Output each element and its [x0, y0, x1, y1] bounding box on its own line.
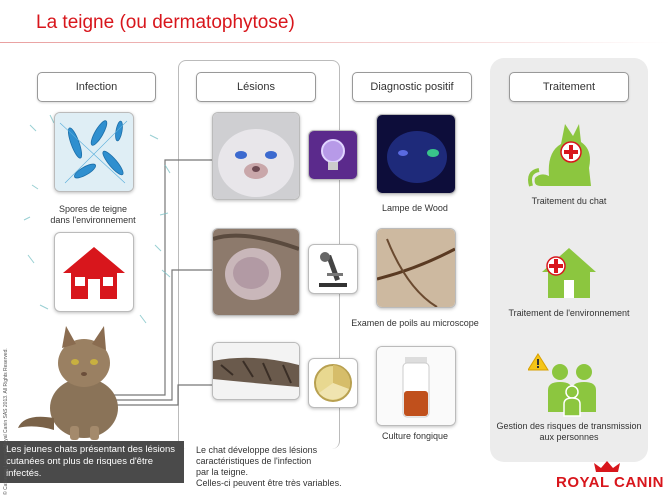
treatment-risks-caption: Gestion des risques de transmission aux …: [496, 421, 642, 442]
culture-caption: Culture fongique: [381, 431, 449, 441]
treatment-cat-caption: Traitement du chat: [531, 196, 607, 206]
family-warning-icon: [528, 353, 596, 417]
crown-icon: [594, 461, 620, 472]
cat-treatment-icon: [528, 124, 591, 187]
petri-dish-icon: [308, 358, 358, 408]
spores-image: [54, 112, 134, 192]
lesion-tail-image: [212, 342, 300, 400]
title-divider: [0, 42, 670, 43]
lesions-description: Le chat développe des lésions caractéris…: [196, 445, 342, 488]
page-title: La teigne (ou dermatophytose): [36, 12, 295, 33]
uv-lamp-icon: [308, 130, 358, 180]
spores-scatter: [23, 114, 171, 324]
treatment-environment-caption: Traitement de l'environnement: [508, 308, 630, 318]
copyright-text: © Catherine Lagarde Royal Canin SAS 2013…: [3, 348, 9, 495]
header-traitement: Traitement: [509, 72, 629, 102]
wood-lamp-image: [376, 114, 456, 194]
bottom-note: Les jeunes chats présentant des lésions …: [0, 441, 184, 483]
lesion-skin-image: [212, 228, 300, 316]
header-infection: Infection: [37, 72, 156, 102]
spores-caption: Spores de teigne dans l'environnement: [50, 204, 136, 225]
culture-image: [376, 346, 456, 426]
microscope-icon: [308, 244, 358, 294]
brand-logo: ROYAL CANIN: [556, 474, 665, 491]
lesion-face-image: [212, 112, 300, 200]
house-treatment-icon: [542, 248, 596, 298]
microscope-hair-image: [376, 228, 456, 308]
header-lesions: Lésions: [196, 72, 316, 102]
wood-lamp-caption: Lampe de Wood: [382, 203, 448, 213]
kitten-image: [18, 326, 118, 440]
environment-image: [54, 232, 134, 312]
house-icon: [63, 247, 125, 299]
microscope-caption: Examen de poils au microscope: [351, 318, 479, 328]
header-diagnostic: Diagnostic positif: [352, 72, 472, 102]
